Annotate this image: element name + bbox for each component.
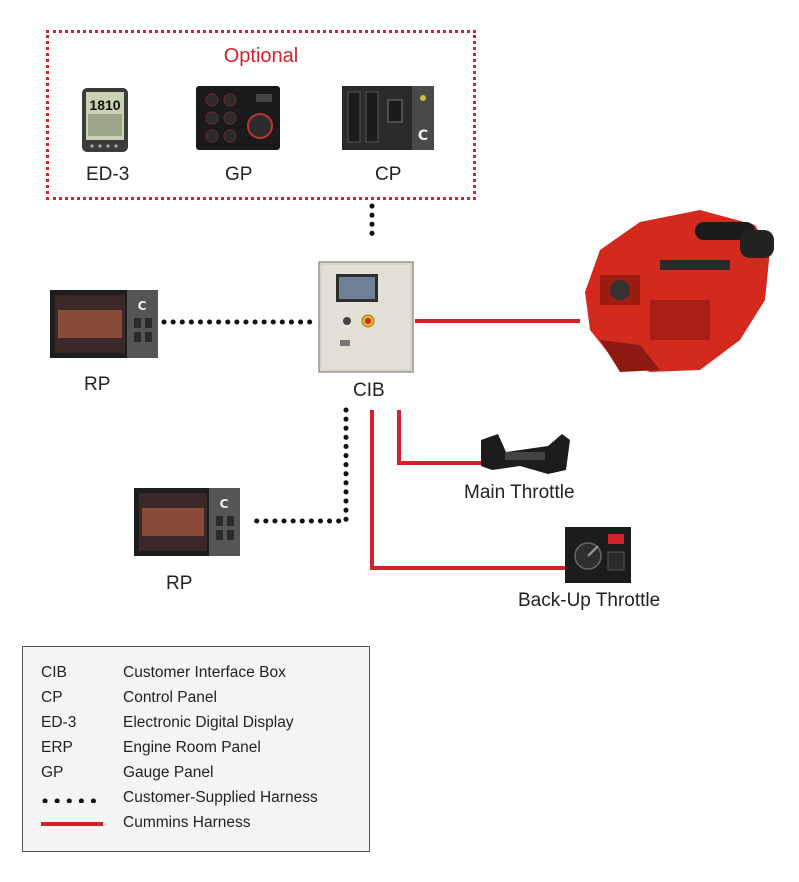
gp-gauge-panel-image	[196, 86, 280, 150]
harness-cib-to-rp-bottom	[247, 407, 349, 524]
main-throttle-image	[481, 434, 570, 474]
dotted-harness-symbol	[42, 798, 101, 803]
rp-bottom-image: C	[134, 488, 240, 556]
ed3-label: ED-3	[86, 164, 130, 185]
legend-box: CIB Customer Interface Box CP Control Pa…	[22, 646, 370, 852]
optional-title: Optional	[223, 45, 299, 67]
legend-abbr: CIB	[41, 664, 67, 681]
ed3-screen-reading: 1810	[89, 97, 120, 113]
legend-desc: Customer Interface Box	[123, 664, 286, 681]
engine-image	[585, 210, 774, 372]
legend-abbr: ED-3	[41, 714, 77, 731]
legend-desc: Engine Room Panel	[123, 739, 261, 756]
cib-enclosure-image	[318, 261, 414, 373]
rp-top-label: RP	[84, 374, 111, 395]
legend-desc: Control Panel	[123, 689, 217, 706]
main-throttle-label: Main Throttle	[464, 482, 575, 503]
backup-throttle-label: Back-Up Throttle	[518, 590, 661, 611]
svg-text:C: C	[138, 299, 147, 313]
legend-desc: Gauge Panel	[123, 764, 214, 781]
legend-abbr: ERP	[41, 739, 73, 756]
ed3-display-image	[82, 88, 128, 152]
harness-cib-to-backup-throttle	[370, 410, 565, 570]
legend-desc: Customer-Supplied Harness	[123, 789, 318, 806]
cp-control-panel-image: C	[342, 86, 434, 150]
cp-label: CP	[375, 164, 402, 185]
rp-bottom-label: RP	[166, 573, 193, 594]
cib-label: CIB	[353, 380, 385, 401]
rp-top-image: C	[50, 290, 158, 358]
legend-desc: Cummins Harness	[123, 814, 251, 831]
svg-text:C: C	[220, 497, 229, 511]
svg-text:C: C	[418, 128, 428, 144]
red-harness-symbol	[41, 822, 103, 826]
optional-group-box: Optional	[46, 30, 476, 200]
gp-label: GP	[225, 164, 253, 185]
harness-cib-to-main-throttle	[397, 410, 481, 465]
legend-abbr: GP	[41, 764, 64, 781]
legend-abbr: CP	[41, 689, 63, 706]
backup-throttle-image	[565, 527, 631, 583]
legend-desc: Electronic Digital Display	[123, 714, 294, 731]
